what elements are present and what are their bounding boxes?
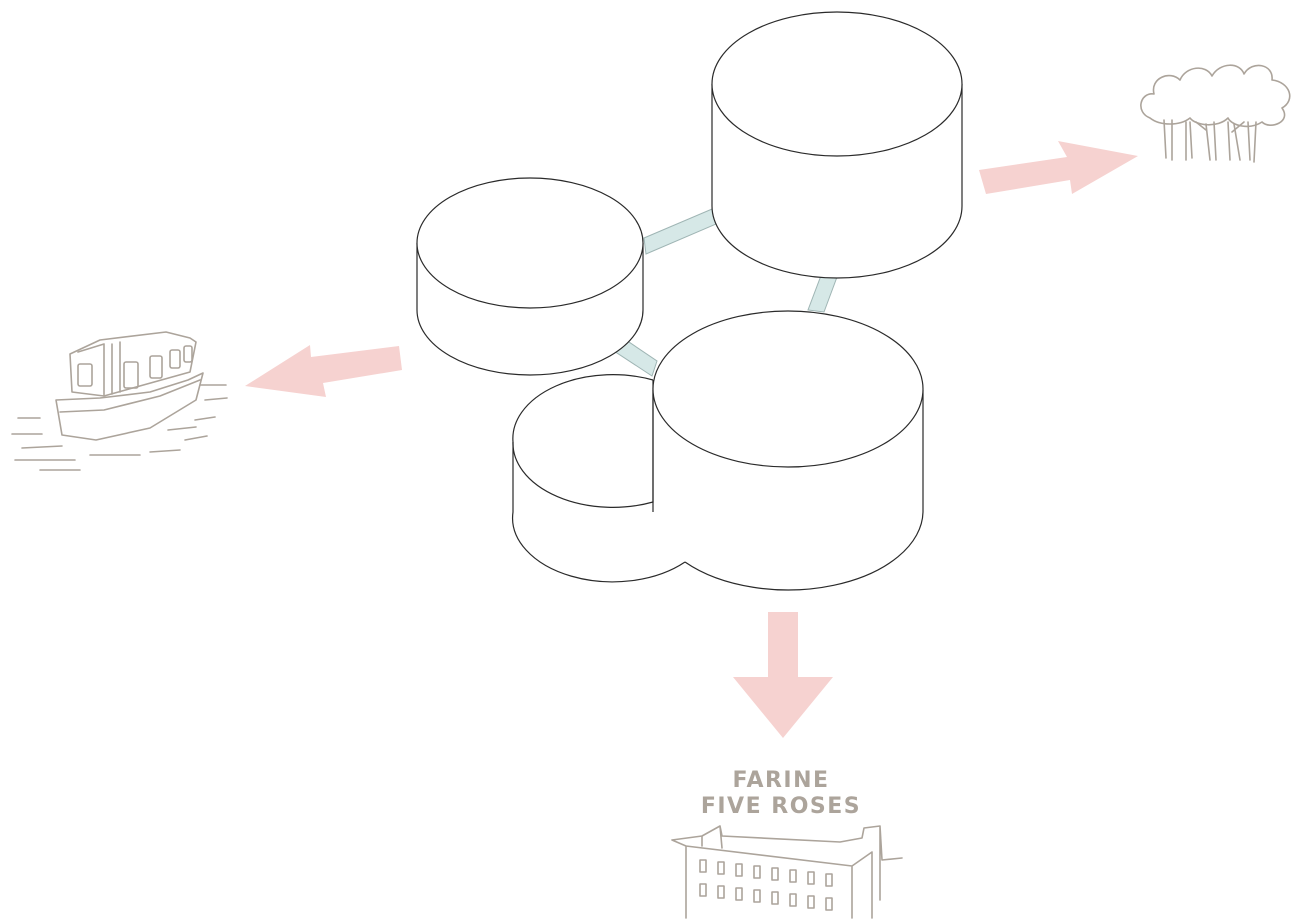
volume-left-roof xyxy=(416,177,644,309)
canal-boat-icon xyxy=(11,331,228,471)
volume-bottom-left xyxy=(511,374,686,583)
arrow-to-boat xyxy=(245,345,402,397)
volume-top-right xyxy=(711,11,963,279)
volume-left xyxy=(416,177,644,376)
arrow-to-mill xyxy=(733,612,833,738)
mill-building-icon: FARINE FIVE ROSES xyxy=(671,768,903,919)
volume-top-right-roof xyxy=(711,11,963,157)
sign-line-2: FIVE ROSES xyxy=(701,794,861,819)
volume-bottom-left-roof xyxy=(512,380,654,508)
volume-front xyxy=(652,310,924,591)
direction-arrows xyxy=(245,141,1138,738)
volume-front-roof xyxy=(652,310,924,468)
arrow-to-trees xyxy=(979,141,1138,194)
mill-building-drawing xyxy=(671,825,903,919)
volume-bottom-left-body xyxy=(511,374,686,583)
volumes xyxy=(416,11,963,591)
trees-icon xyxy=(1140,64,1291,163)
sign-line-1: FARINE xyxy=(732,768,829,793)
